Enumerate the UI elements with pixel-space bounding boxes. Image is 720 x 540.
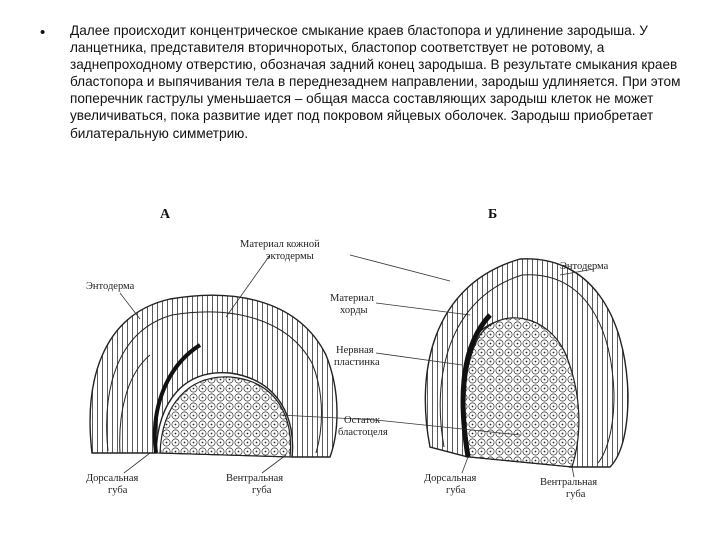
label-dorsal-a-line2: губа bbox=[108, 485, 128, 496]
label-dorsal-b-line2: губа bbox=[446, 485, 466, 496]
panel-b-label: Б bbox=[488, 207, 498, 222]
label-ventral-a-line1: Вентральная bbox=[226, 473, 284, 484]
bullet-marker: • bbox=[40, 24, 46, 41]
bullet-text: Далее происходит концентрическое смыкани… bbox=[70, 23, 681, 141]
leader-lines bbox=[119, 254, 595, 478]
label-chord-line2: хорды bbox=[340, 305, 368, 316]
label-ectoderm-line2: эктодермы bbox=[266, 251, 314, 262]
label-blastocoel-line2: бластоцеля bbox=[338, 427, 388, 438]
panel-a-label: А bbox=[160, 207, 171, 222]
embryo-b bbox=[424, 258, 629, 468]
label-blastocoel-line1: Остаток bbox=[344, 415, 381, 426]
label-neural-line1: Нервная bbox=[336, 345, 374, 356]
label-ectoderm-line1: Материал кожной bbox=[240, 239, 320, 250]
label-ventral-b-line1: Вентральная bbox=[540, 477, 598, 488]
label-endoderm-b: Энтодерма bbox=[560, 261, 609, 272]
embryo-a bbox=[89, 294, 338, 458]
label-dorsal-b-line1: Дорсальная bbox=[424, 473, 477, 484]
embryo-figure: А Б Материал кожной эктодермы Энтодерма … bbox=[0, 195, 720, 540]
label-dorsal-a-line1: Дорсальная bbox=[86, 473, 139, 484]
label-ventral-b-line2: губа bbox=[566, 489, 586, 500]
label-neural-line2: пластинка bbox=[334, 357, 380, 368]
label-chord-line1: Материал bbox=[330, 293, 374, 304]
embryo-drawings bbox=[89, 254, 629, 478]
label-endoderm-a: Энтодерма bbox=[86, 281, 135, 292]
label-ventral-a-line2: губа bbox=[252, 485, 272, 496]
